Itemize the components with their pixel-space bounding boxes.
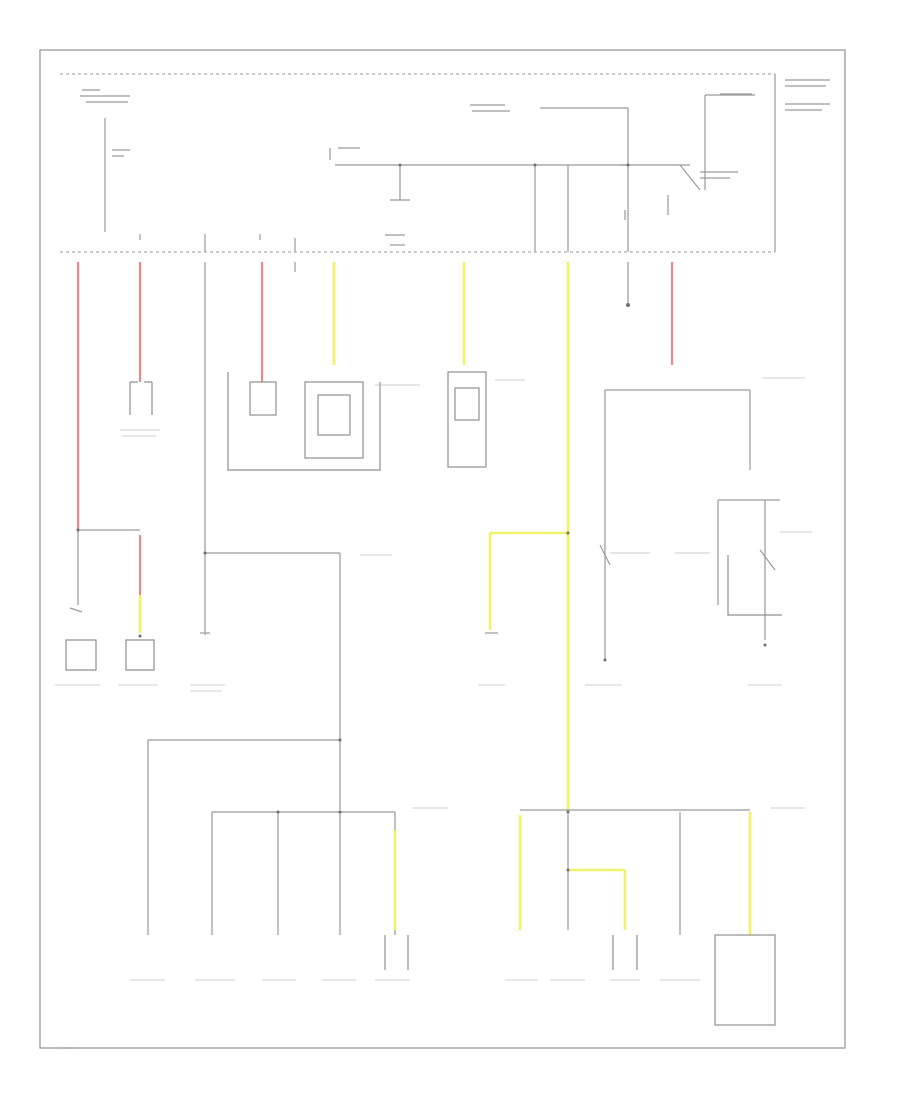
left-circuits <box>65 262 155 671</box>
diagram-frame <box>39 49 846 1049</box>
right-circuits <box>599 262 782 662</box>
component-label-marks <box>55 377 812 1049</box>
fuse-box-labels <box>80 79 830 246</box>
center-circuits <box>447 262 776 1026</box>
fuse-box <box>60 73 776 253</box>
center-left-circuits <box>147 262 409 970</box>
fuse-box-internal-wiring <box>104 94 755 252</box>
